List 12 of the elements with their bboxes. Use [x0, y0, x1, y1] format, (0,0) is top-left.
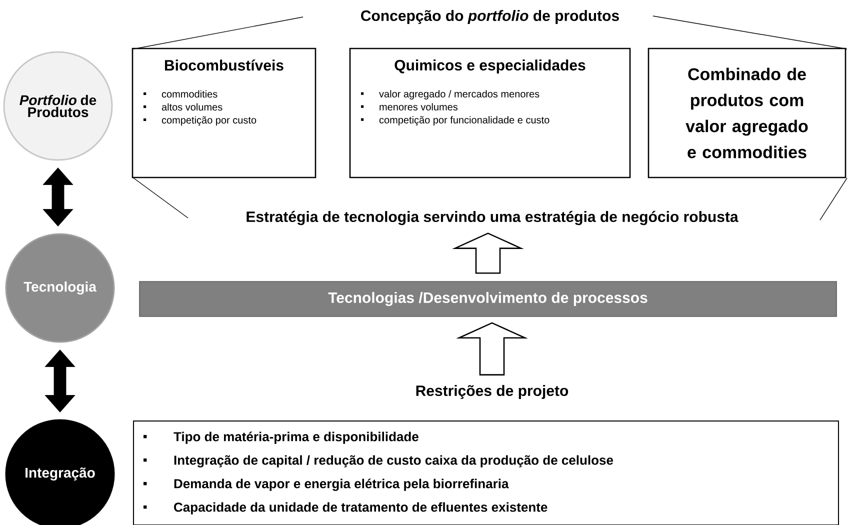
product-box: Biocombustíveis commodities altos volumes competição por custo	[132, 48, 316, 178]
block-arrow	[452, 232, 524, 274]
product-box: Quimicos e especialidades valor agregado / mercados menores menores volumes competição por funcionalidade e custo	[349, 48, 631, 178]
double-arrow	[44, 350, 76, 412]
block-arrow	[456, 322, 528, 376]
heading: Concepção do portfolio de produtos	[361, 10, 619, 24]
constraints-text: Restrições de projeto	[416, 385, 568, 399]
product-box: Combinado de produtos com valor agregado e commodities	[648, 48, 846, 178]
process-bar: Tecnologias /Desenvolvimento de processos	[139, 281, 837, 317]
strategy-text: Estratégia de tecnologia servindo uma estratégia de negócio robusta	[246, 210, 738, 226]
double-arrow	[42, 168, 74, 226]
constraints-box: Tipo de matéria-prima e disponibilidade Integração de capital / redução de custo caixa da produção de celulose Demanda de vapor e energia elétrica pela biorrefinaria Capacidade da unidade de tratamento de efluentes existente	[133, 420, 839, 525]
